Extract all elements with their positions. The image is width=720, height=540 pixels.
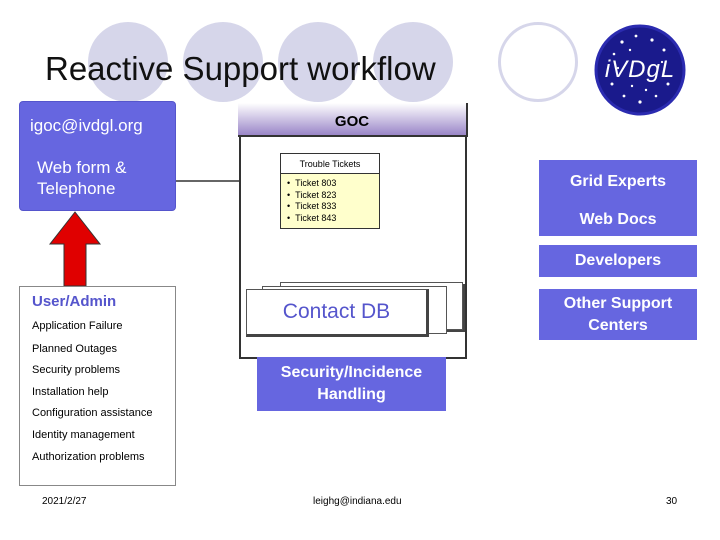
decor-circle	[88, 22, 168, 102]
ticket-item: Ticket 823	[287, 190, 379, 202]
problem-item: Installation help	[32, 386, 109, 398]
developers-box: Developers	[539, 245, 697, 277]
slide-title: Reactive Support workflow	[45, 50, 436, 87]
footer-email: leighg@indiana.edu	[313, 496, 402, 507]
web-docs-box: Web Docs	[539, 204, 697, 236]
problem-item: Identity management	[32, 429, 135, 441]
decor-circle	[498, 22, 578, 102]
user-admin-title: User/Admin	[32, 293, 117, 310]
goc-header: GOC	[238, 103, 468, 137]
support-email: igoc@ivdgl.org	[30, 116, 143, 135]
problem-item: Application Failure	[32, 320, 123, 332]
problem-item: Planned Outages	[32, 343, 118, 355]
page-number: 30	[666, 496, 678, 507]
intake-box: igoc@ivdgl.org Web form & Telephone	[19, 101, 176, 211]
ticket-item: Ticket 833	[287, 201, 379, 213]
trouble-tickets-panel: Trouble Tickets Ticket 803 Ticket 823 Ti…	[280, 153, 380, 229]
ticket-item: Ticket 843	[287, 213, 379, 225]
intake-channels: Web form & Telephone	[37, 158, 127, 198]
contact-db-card: Contact DB	[246, 289, 429, 337]
logo-text: iVDgL	[604, 56, 676, 83]
ticket-item: Ticket 803	[287, 178, 379, 190]
decor-circle	[278, 22, 358, 102]
user-admin-box	[19, 286, 176, 486]
ticket-list: Ticket 803 Ticket 823 Ticket 833 Ticket …	[281, 174, 379, 224]
problem-item: Configuration assistance	[32, 407, 153, 419]
ivdgl-logo: iVDgL	[592, 22, 688, 118]
up-arrow	[48, 211, 102, 287]
security-incidence-box: Security/Incidence Handling	[257, 357, 446, 411]
other-support-centers-box: Other Support Centers	[539, 289, 697, 340]
footer-date: 2021/2/27	[42, 496, 87, 507]
problem-item: Security problems	[32, 364, 121, 376]
problem-item: Authorization problems	[32, 451, 145, 463]
decor-circle	[373, 22, 453, 102]
trouble-tickets-header: Trouble Tickets	[281, 154, 379, 174]
grid-experts-box: Grid Experts	[539, 160, 697, 204]
decor-circle	[183, 22, 263, 102]
